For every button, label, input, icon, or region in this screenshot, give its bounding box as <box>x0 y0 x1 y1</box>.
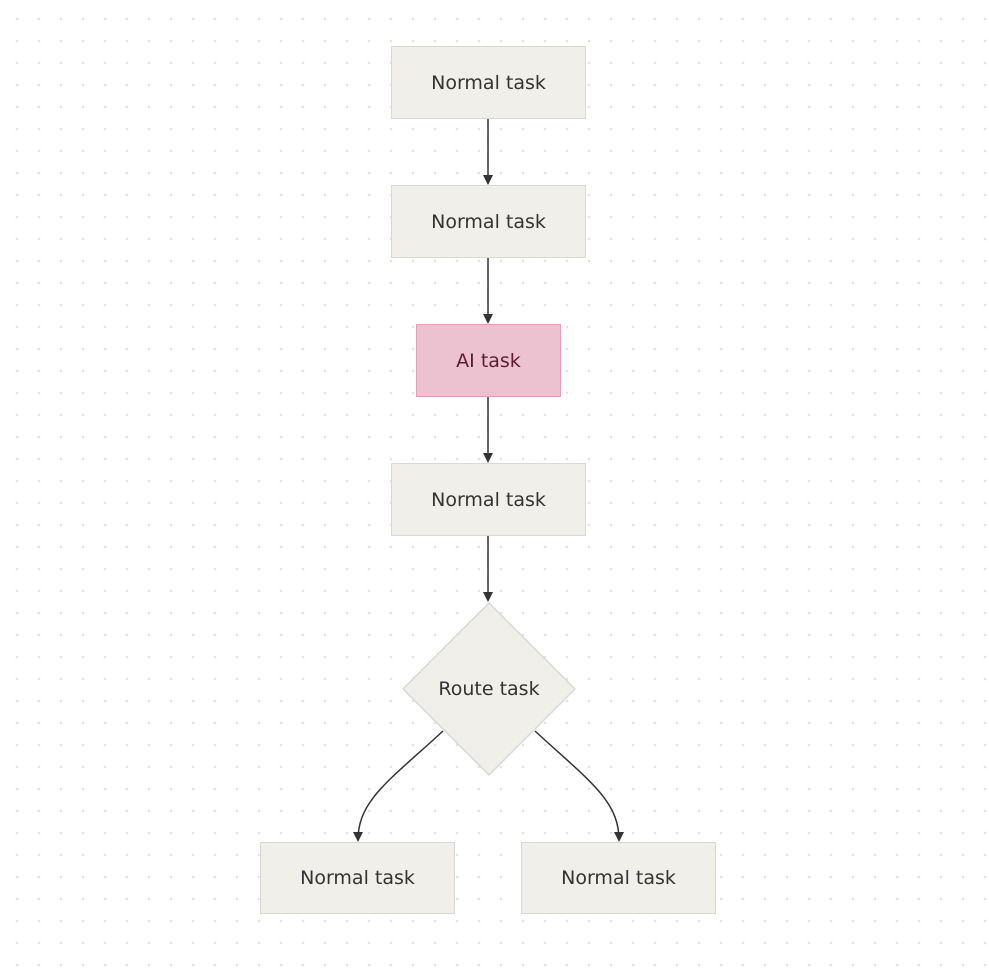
node-label: Normal task <box>431 488 546 511</box>
edge-route-to-right <box>534 730 624 842</box>
normal-task-node-left[interactable]: Normal task <box>260 842 455 914</box>
edge-route-to-left <box>353 730 444 842</box>
node-label: Normal task <box>300 867 415 889</box>
normal-task-node-1[interactable]: Normal task <box>391 46 586 119</box>
node-label: Normal task <box>431 71 546 94</box>
normal-task-node-2[interactable]: Normal task <box>391 185 586 258</box>
normal-task-node-3[interactable]: Normal task <box>391 463 586 536</box>
node-label: Route task <box>438 678 540 700</box>
ai-task-node[interactable]: AI task <box>416 324 561 397</box>
route-diamond-shape <box>401 601 577 777</box>
node-label: Normal task <box>431 210 546 233</box>
normal-task-node-right[interactable]: Normal task <box>521 842 716 914</box>
route-task-node[interactable]: Route task <box>401 601 577 777</box>
node-label: AI task <box>456 349 521 372</box>
node-label: Normal task <box>561 867 676 889</box>
